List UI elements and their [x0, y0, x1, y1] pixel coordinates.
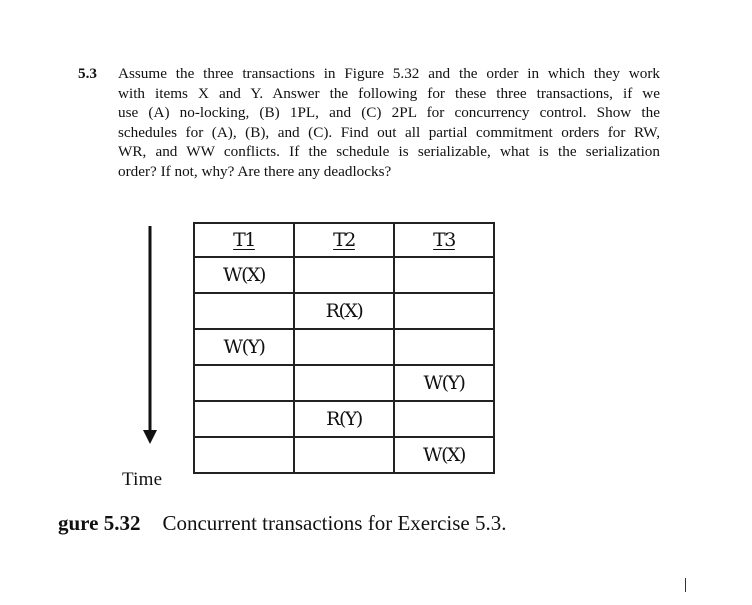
operation: W(X) — [423, 444, 466, 466]
operation: R(Y) — [326, 408, 363, 430]
time-arrow-icon — [143, 226, 157, 444]
operation: W(Y) — [223, 336, 266, 358]
exercise-line: with items X and Y. Answer the following… — [118, 84, 660, 102]
table-cell: R(Y) — [293, 400, 395, 438]
figure-label: gure 5.32 — [58, 511, 141, 535]
table-row: R(Y) — [193, 400, 495, 438]
table-cell — [193, 400, 295, 438]
table-cell — [193, 364, 295, 402]
schedule-table: T1 T2 T3 W(X) R(X) W(Y) W(Y) R(Y) — [193, 222, 495, 474]
exercise-block: 5.3 Assume the three transactions in Fig… — [74, 64, 660, 182]
table-cell — [393, 256, 495, 294]
table-cell — [293, 256, 395, 294]
table-row: W(Y) — [193, 364, 495, 402]
exercise-line: Assume the three transactions in Figure … — [118, 65, 660, 82]
column-header-t2: T2 — [333, 229, 356, 251]
exercise-line: use (A) no-locking, (B) 1PL, and (C) 2PL… — [118, 104, 660, 122]
operation: R(X) — [325, 300, 364, 322]
table-cell — [293, 328, 395, 366]
column-header: T1 — [193, 222, 295, 258]
table-row: W(X) — [193, 256, 495, 294]
table-cell — [193, 436, 295, 474]
table-row: W(Y) — [193, 328, 495, 366]
table-cell — [393, 328, 495, 366]
exercise-line: order? If not, why? Are there any deadlo… — [118, 162, 392, 180]
table-cell: W(Y) — [393, 364, 495, 402]
table-row: W(X) — [193, 436, 495, 474]
table-cell — [393, 400, 495, 438]
column-header: T2 — [293, 222, 395, 258]
text-cursor — [685, 578, 686, 592]
table-cell — [193, 292, 295, 330]
exercise-text: Assume the three transactions in Figure … — [118, 64, 660, 182]
table-cell — [293, 436, 395, 474]
exercise-line: schedules for (A), (B), and (C). Find ou… — [118, 123, 660, 141]
column-header: T3 — [393, 222, 495, 258]
operation: W(X) — [223, 264, 266, 286]
table-cell: R(X) — [293, 292, 395, 330]
time-label: Time — [122, 469, 163, 490]
table-row: R(X) — [193, 292, 495, 330]
operation: W(Y) — [423, 372, 466, 394]
table-cell — [393, 292, 495, 330]
table-header-row: T1 T2 T3 — [193, 222, 495, 258]
table-cell: W(X) — [393, 436, 495, 474]
table-cell: W(Y) — [193, 328, 295, 366]
column-header-t3: T3 — [433, 229, 456, 251]
exercise-number: 5.3 — [78, 65, 97, 82]
exercise-line: WR, and WW conflicts. If the schedule is… — [118, 143, 660, 161]
column-header-t1: T1 — [233, 229, 256, 251]
table-cell — [293, 364, 395, 402]
caption-text: Concurrent transactions for Exercise 5.3… — [162, 511, 507, 535]
figure-caption: gure 5.32 Concurrent transactions for Exe… — [58, 511, 507, 536]
table-cell: W(X) — [193, 256, 295, 294]
